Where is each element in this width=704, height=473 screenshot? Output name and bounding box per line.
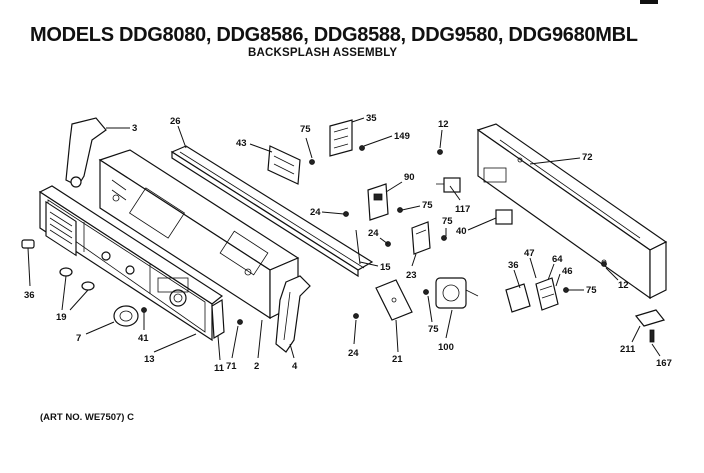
screw-75c: [441, 235, 447, 241]
callout-100: 100: [438, 342, 454, 353]
front-control-panel: [38, 185, 224, 342]
console-frame: [98, 149, 300, 320]
assembly-subtitle: BACKSPLASH ASSEMBLY: [248, 47, 398, 59]
screw-12b: [601, 261, 607, 267]
foot-bracket: [634, 309, 666, 343]
callout-46: 46: [562, 266, 573, 277]
corner-mark: [640, 0, 658, 4]
callout-23: 23: [406, 270, 417, 281]
leader-lines: [27, 117, 661, 361]
callout-47: 47: [524, 248, 535, 259]
bracket-43: [267, 145, 301, 185]
callout-24b: 24: [368, 228, 379, 239]
callout-75d: 75: [586, 285, 597, 296]
callout-24c: 24: [348, 348, 359, 359]
screw-24a: [343, 211, 349, 217]
button-36-left: [21, 239, 35, 249]
callout-11: 11: [214, 363, 225, 374]
screw-75d: [563, 287, 569, 293]
callout-117: 117: [455, 204, 470, 215]
left-end-cap: [65, 117, 107, 188]
callout-75a: 75: [300, 124, 311, 135]
callout-12a: 12: [438, 119, 449, 130]
callout-40: 40: [456, 226, 467, 237]
sensor-117: [436, 177, 461, 193]
screw-41: [141, 307, 147, 313]
art-number: (ART NO. WE7507) C: [40, 412, 134, 423]
callout-71: 71: [226, 361, 237, 372]
knob-7: [113, 305, 139, 327]
callout-13: 13: [144, 354, 155, 365]
screw-75b: [397, 207, 403, 213]
page-title: MODELS DDG8080, DDG8586, DDG8588, DDG958…: [30, 24, 638, 46]
screw-71: [237, 319, 243, 325]
callout-36b: 36: [24, 290, 35, 301]
callout-7: 7: [76, 333, 81, 344]
callout-75c: 75: [442, 216, 453, 227]
callout-72: 72: [582, 152, 593, 163]
callout-90: 90: [404, 172, 415, 183]
button-19: [59, 267, 95, 291]
screw-75a: [309, 159, 315, 165]
top-rail: [170, 145, 374, 278]
callout-21: 21: [392, 354, 403, 365]
screw-12a: [437, 149, 443, 155]
callout-75e: 75: [428, 324, 439, 335]
screw-75e: [423, 289, 429, 295]
sensor-40: [495, 209, 513, 225]
callout-167: 167: [656, 358, 672, 369]
callout-43: 43: [236, 138, 247, 149]
callout-149: 149: [394, 131, 410, 142]
terminal-block-35: [329, 119, 353, 157]
callout-64: 64: [552, 254, 563, 265]
rear-panel: [476, 123, 668, 300]
switch-90: [367, 183, 389, 221]
clip-23: [411, 221, 431, 255]
callout-19: 19: [56, 312, 67, 323]
plate-21: [375, 279, 413, 321]
callout-2: 2: [254, 361, 259, 372]
callout-36a: 36: [508, 260, 519, 271]
timer-motor-100: [435, 277, 479, 309]
callout-75b: 75: [422, 200, 433, 211]
callout-41: 41: [138, 333, 149, 344]
screw-149: [359, 145, 365, 151]
rod-15: [355, 229, 361, 265]
callout-4: 4: [292, 361, 298, 372]
callout-15: 15: [380, 262, 391, 273]
right-end-cap: [275, 275, 311, 353]
screw-24c: [353, 313, 359, 319]
callout-26: 26: [170, 116, 181, 127]
callout-211: 211: [620, 344, 636, 355]
callout-labels: 3 26 43 75 35 149 12 72 90 75 117 24 75 …: [24, 113, 672, 374]
callout-35: 35: [366, 113, 377, 124]
trim-11: [211, 298, 225, 340]
callout-3: 3: [132, 123, 137, 134]
relay-assembly: [505, 277, 559, 313]
callout-24a: 24: [310, 207, 321, 218]
callout-12b: 12: [618, 280, 629, 291]
